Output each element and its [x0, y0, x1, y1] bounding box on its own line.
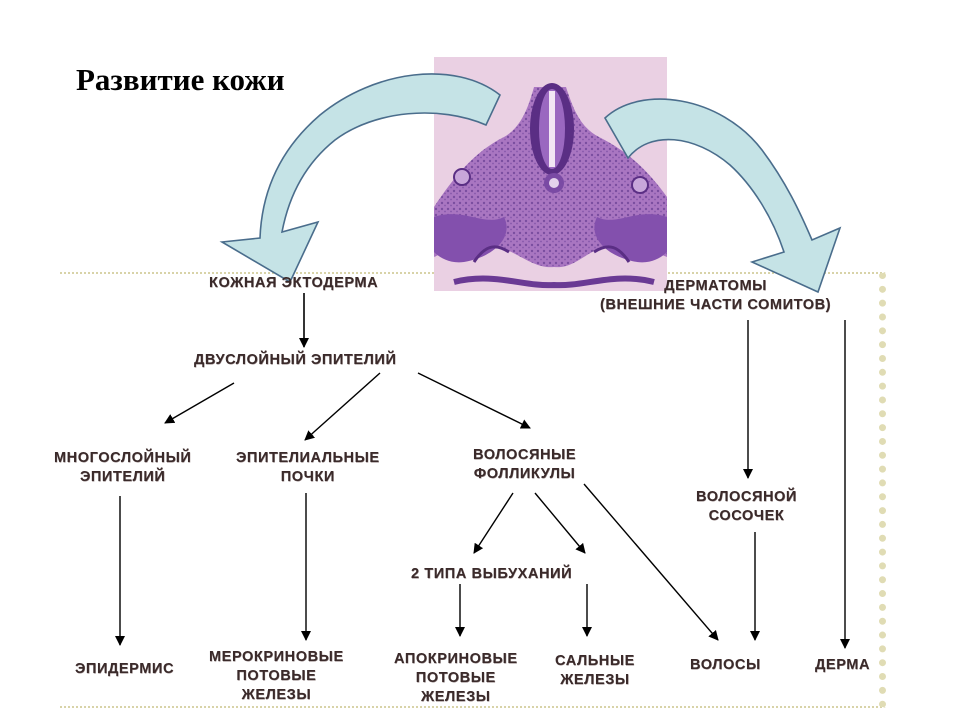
- node-hair: ВОЛОСЫ: [690, 657, 761, 673]
- embryo-cross-section-micrograph: [434, 57, 667, 291]
- node-hair-papilla: ВОЛОСЯНОЙ СОСОЧЕК: [696, 489, 797, 524]
- big-curved-arrow-left: [219, 73, 501, 284]
- node-bilayer-epithelium: ДВУСЛОЙНЫЙ ЭПИТЕЛИЙ: [194, 352, 397, 368]
- node-dermis: ДЕРМА: [815, 657, 871, 673]
- arrow-bilayer-to-stratified: [164, 382, 235, 424]
- page-title: Развитие кожи: [76, 62, 285, 97]
- node-stratified-epithelium: МНОГОСЛОЙНЫЙ ЭПИТЕЛИЙ: [54, 450, 192, 485]
- arrow-follicles-to-bulge-right: [534, 492, 586, 554]
- big-curved-arrow-right: [603, 98, 842, 294]
- node-two-bulge-types: 2 ТИПА ВЫБУХАНИЙ: [411, 566, 573, 582]
- node-sebaceous-glands: САЛЬНЫЕ ЖЕЛЕЗЫ: [555, 653, 635, 688]
- arrow-follicles-to-bulge-left: [473, 492, 514, 554]
- node-skin-ectoderm: КОЖНАЯ ЭКТОДЕРМА: [209, 275, 379, 291]
- node-dermatomes: ДЕРМАТОМЫ (ВНЕШНИЕ ЧАСТИ СОМИТОВ): [600, 278, 832, 313]
- arrow-bilayer-to-follicles: [417, 372, 531, 429]
- node-hair-follicles: ВОЛОСЯНЫЕ ФОЛЛИКУЛЫ: [473, 447, 577, 482]
- node-epidermis: ЭПИДЕРМИС: [75, 661, 175, 677]
- node-epithelial-buds: ЭПИТЕЛИАЛЬНЫЕ ПОЧКИ: [236, 450, 380, 485]
- node-apocrine-glands: АПОКРИНОВЫЕ ПОТОВЫЕ ЖЕЛЕЗЫ: [394, 651, 518, 705]
- arrow-follicles-to-hair: [583, 483, 719, 641]
- arrow-bilayer-to-buds: [304, 372, 381, 441]
- node-merocrine-glands: МЕРОКРИНОВЫЕ ПОТОВЫЕ ЖЕЛЕЗЫ: [209, 649, 344, 703]
